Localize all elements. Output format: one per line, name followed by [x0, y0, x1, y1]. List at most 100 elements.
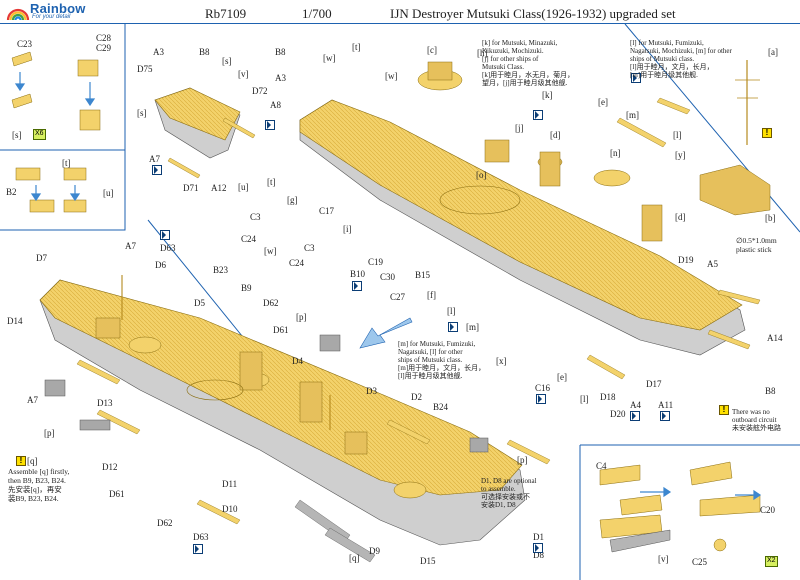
- part-label: C24: [289, 258, 305, 268]
- part-label: A12: [211, 183, 227, 193]
- part-label: [a]: [768, 47, 778, 57]
- note-line: ships of Mutsuki class.: [630, 55, 695, 63]
- note-k-j: [k] for Mutsuki, Minazuki, Kikuzuki, Moc…: [482, 39, 574, 87]
- step-reference-icon: [630, 411, 640, 421]
- brand-logo: Rainbow For your detail: [6, 0, 98, 24]
- part-label: B15: [415, 270, 431, 280]
- quantity-badge: X2: [765, 556, 778, 567]
- note-line: [l]用于睦月，文月，长月，: [630, 63, 714, 71]
- part-label: C25: [692, 557, 708, 567]
- part-label: D15: [420, 556, 436, 566]
- part-label: D20: [610, 409, 626, 419]
- part-label: A7: [125, 241, 136, 251]
- part-label: [c]: [427, 45, 437, 55]
- part-label: D7: [36, 253, 47, 263]
- lower-right-subassembly: [599, 461, 761, 553]
- step-reference-icon: [352, 281, 362, 291]
- part-label: [q]: [349, 553, 360, 563]
- part-label: D19: [678, 255, 694, 265]
- part-label: [o]: [476, 170, 487, 180]
- part-label: [h]: [477, 48, 488, 58]
- part-label: C20: [760, 505, 776, 515]
- rainbow-logo-icon: [6, 8, 30, 21]
- part-label: C30: [380, 272, 396, 282]
- part-label: A7: [149, 154, 160, 164]
- note-line: [k] for Mutsuki, Minazuki,: [482, 39, 558, 47]
- part-label: D4: [292, 356, 303, 366]
- note-line: [k]用于睦月，水无月，菊月，: [482, 71, 575, 79]
- part-label: [l]: [447, 306, 456, 316]
- part-label: [d]: [550, 130, 561, 140]
- note-line: D1, D8 are optional: [481, 477, 537, 485]
- step-reference-icon: [265, 120, 275, 130]
- left-panel-arrows: [14, 72, 762, 501]
- part-label: B2: [6, 187, 17, 197]
- part-label: D5: [194, 298, 205, 308]
- part-label: D13: [97, 398, 113, 408]
- part-label: C27: [390, 292, 406, 302]
- note-plastic-stick: ∅0.5*1.0mm plastic stick: [736, 236, 777, 254]
- note-line: There was no: [732, 408, 770, 416]
- part-label: A3: [275, 73, 286, 83]
- part-label: A11: [658, 400, 674, 410]
- part-label: A14: [767, 333, 783, 343]
- part-label: [s]: [12, 130, 22, 140]
- note-l-m-top: [l] for Mutsuki, Fumizuki, Nagatsuki, Mo…: [630, 39, 732, 79]
- part-label: C28: [96, 33, 112, 43]
- step-reference-icon: [160, 230, 170, 240]
- part-label: [t]: [352, 42, 361, 52]
- part-label: C19: [368, 257, 384, 267]
- part-label: [w]: [385, 71, 398, 81]
- note-line: [m] for Mutsuki, Fumizuki,: [398, 340, 476, 348]
- note-line: 先安装[q]，再安: [8, 485, 62, 494]
- upper-hull-drawing: [299, 60, 771, 356]
- part-label: [t]: [267, 177, 276, 187]
- part-label: B8: [275, 47, 286, 57]
- part-label: [q]: [27, 456, 38, 466]
- note-line: Nagatsuki, [l] for other: [398, 348, 463, 356]
- note-line: [l]用于睦月级其他舰.: [398, 372, 463, 380]
- product-title: IJN Destroyer Mutsuki Class(1926-1932) u…: [390, 6, 676, 21]
- note-m-l-mid: [m] for Mutsuki, Fumizuki, Nagatsuki, [l…: [398, 340, 485, 380]
- part-label: D63: [160, 243, 176, 253]
- brand-name: Rainbow: [30, 1, 86, 16]
- part-label: D3: [366, 386, 377, 396]
- part-label: A8: [270, 100, 281, 110]
- note-line: [j] for other ships of: [482, 55, 539, 63]
- part-label: D1: [533, 532, 544, 542]
- part-label: A4: [630, 400, 641, 410]
- part-label: D62: [263, 298, 279, 308]
- scale-label: 1/700: [302, 6, 332, 21]
- part-label: C16: [535, 383, 551, 393]
- part-label: [s]: [222, 56, 232, 66]
- part-label: [s]: [137, 108, 147, 118]
- part-label: [t]: [62, 158, 71, 168]
- step-reference-icon: [533, 110, 543, 120]
- part-label: D71: [183, 183, 199, 193]
- part-label: [d]: [675, 212, 686, 222]
- step-reference-icon: [631, 73, 641, 83]
- part-label: B8: [199, 47, 210, 57]
- step-reference-icon: [193, 544, 203, 554]
- step-reference-icon: [536, 394, 546, 404]
- bow-deck-drawing: [154, 87, 241, 159]
- part-label: B23: [213, 265, 229, 275]
- part-label: D2: [411, 392, 422, 402]
- part-label: D17: [646, 379, 662, 389]
- note-line: Mutsuki Class.: [482, 63, 525, 71]
- note-line: ships of Mutsuki class.: [398, 356, 463, 364]
- part-label: [w]: [323, 53, 336, 63]
- part-label: B8: [765, 386, 776, 396]
- part-label: [u]: [103, 188, 114, 198]
- warning-icon: !: [762, 128, 772, 138]
- assembly-arrow-icon: [359, 317, 413, 349]
- product-code: Rb7109: [205, 6, 247, 21]
- note-assemble-q: Assemble [q] firstly, then B9, B23, B24.…: [8, 467, 69, 503]
- part-label: [j]: [515, 123, 524, 133]
- part-label: C3: [250, 212, 261, 222]
- part-label: [e]: [598, 97, 608, 107]
- note-line: 装B9, B23, B24.: [8, 494, 59, 503]
- part-label: D63: [193, 532, 209, 542]
